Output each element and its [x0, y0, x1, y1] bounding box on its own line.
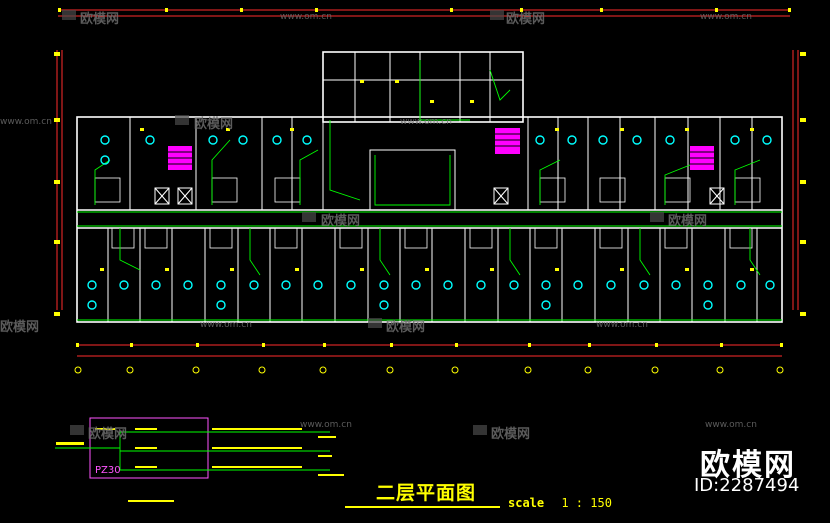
stair-treads: [168, 133, 714, 165]
watermark-brand-8: 欧模网: [88, 427, 128, 442]
watermark-brand-2: 欧模网: [506, 12, 546, 27]
grid-bubbles: [74, 366, 784, 374]
watermark-url-1: www.om.cn: [280, 12, 332, 22]
watermark-brand-1: 欧模网: [80, 12, 120, 27]
electrical-wiring: [77, 60, 782, 321]
top-axis-markers: [58, 8, 791, 12]
lower-room-partitions: [107, 228, 758, 322]
title-underline: [345, 506, 500, 508]
panel-schematic: [55, 417, 344, 502]
bottom-dimension-chain: [77, 344, 782, 357]
top-dimension-chain: [58, 9, 790, 17]
watermark-url-8: www.om.cn: [705, 420, 757, 430]
elevators: [154, 187, 725, 205]
watermark-url-2: www.om.cn: [700, 12, 752, 22]
watermark-logos: [62, 10, 664, 435]
lower-bathrooms: [111, 227, 753, 249]
watermark-url-5: www.om.cn: [200, 320, 252, 330]
switches-and-sockets: [100, 80, 754, 271]
scale-annotation: scale 1 : 150: [508, 496, 612, 510]
stairs: [168, 128, 714, 170]
watermark-url-7: www.om.cn: [300, 420, 352, 430]
watermark-brand-9: 欧模网: [491, 427, 531, 442]
watermark-brand-6: 欧模网: [0, 320, 40, 335]
watermark-brand-3: 欧模网: [194, 117, 234, 132]
upper-room-partitions: [129, 52, 753, 211]
watermark-brand-7: 欧模网: [386, 320, 426, 335]
watermark-url-3: www.om.cn: [0, 117, 52, 127]
watermark-brand-5: 欧模网: [668, 214, 708, 229]
watermark-id: ID:2287494: [694, 475, 800, 496]
bottom-axis-markers: [76, 343, 783, 347]
scale-label: scale: [508, 496, 545, 510]
watermark-url-6: www.om.cn: [596, 320, 648, 330]
ceiling-lights: [87, 135, 775, 310]
watermark-brand-main: 欧模网: [700, 448, 796, 483]
upper-bathrooms: [94, 177, 761, 203]
watermark-brand-4: 欧模网: [321, 214, 361, 229]
side-axis-markers: [54, 52, 806, 316]
panel-id-label: PZ30: [95, 465, 121, 476]
scale-value: 1 : 150: [561, 496, 612, 510]
drawing-title: 二层平面图: [376, 482, 477, 504]
watermark-url-4: www.om.cn: [400, 117, 452, 127]
